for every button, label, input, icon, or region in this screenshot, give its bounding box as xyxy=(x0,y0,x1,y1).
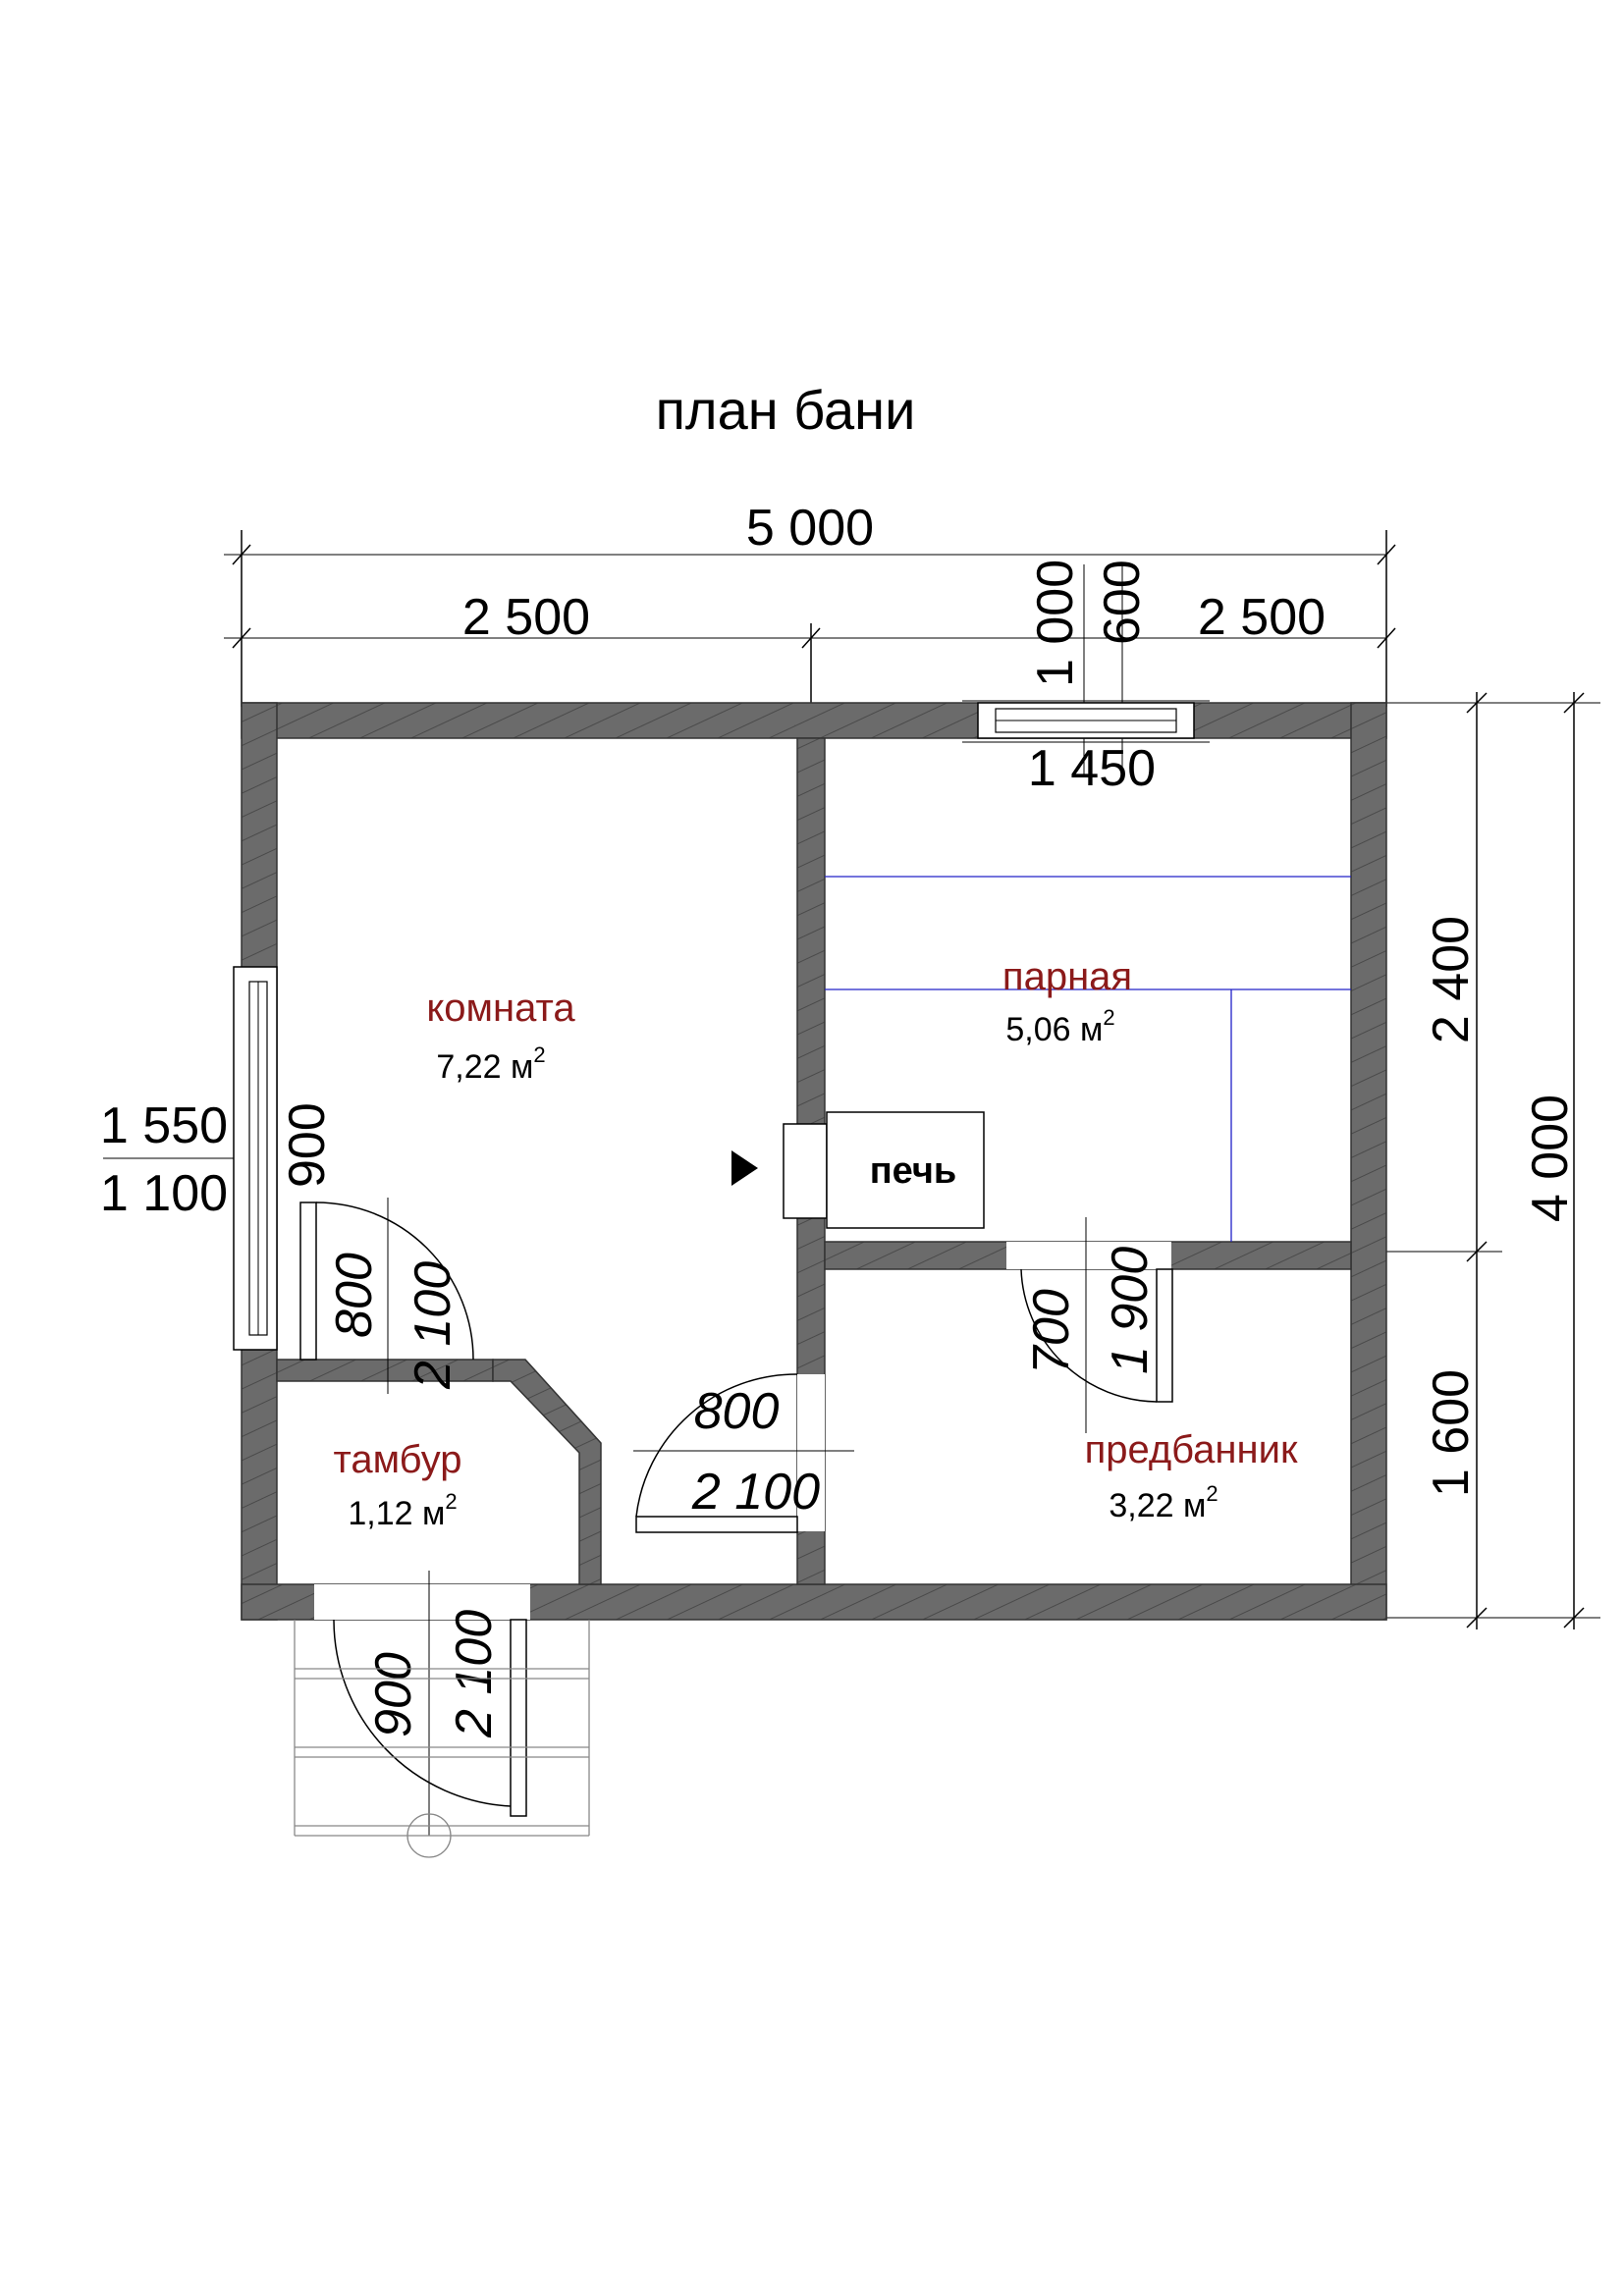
top-window: 1 450 xyxy=(962,700,1210,797)
porch-steps xyxy=(294,1620,590,1858)
dim-right-width: 2 500 xyxy=(1198,589,1326,646)
door-inner-width: 800 xyxy=(694,1383,780,1440)
dim-window-width: 1 450 xyxy=(1028,740,1156,797)
plan-title: план бани xyxy=(656,379,916,441)
room-predbannik-name: предбанник xyxy=(1085,1428,1298,1471)
stove-label: печь xyxy=(870,1150,957,1192)
room-komnata: комната 7,22 м2 xyxy=(426,987,575,1086)
top-dimensions: 5 000 2 500 2 500 1 000 600 xyxy=(224,500,1396,775)
dim-right-upper: 2 400 xyxy=(1423,916,1480,1043)
room-parnaya-name: парная xyxy=(1002,955,1132,998)
right-dimensions: 2 400 1 600 4 000 xyxy=(1386,692,1600,1629)
stove: печь xyxy=(731,1111,985,1229)
room-predbannik-area: 3,22 м xyxy=(1109,1487,1206,1524)
dim-left-window-height: 1 100 xyxy=(100,1165,228,1222)
dim-left-width: 2 500 xyxy=(462,589,590,646)
room-tambur-area: 1,12 м xyxy=(348,1495,445,1532)
room-komnata-area-text: 7,22 м2 xyxy=(436,1042,545,1086)
room-komnata-area-sup: 2 xyxy=(533,1042,545,1067)
door-entry-width: 900 xyxy=(365,1652,422,1737)
door-parnaya: 700 1 900 xyxy=(1006,1217,1173,1433)
dim-window-h1: 1 000 xyxy=(1027,560,1084,687)
dim-left-door-opening: 900 xyxy=(279,1102,336,1188)
room-tambur-name: тамбур xyxy=(334,1438,462,1481)
door-komnata-width: 800 xyxy=(326,1253,383,1338)
dim-total-width: 5 000 xyxy=(746,500,874,557)
door-entry-height: 2 100 xyxy=(446,1610,503,1738)
door-parnaya-height: 1 900 xyxy=(1102,1247,1159,1374)
room-predbannik-area-sup: 2 xyxy=(1206,1481,1218,1506)
sauna-benches xyxy=(825,876,1351,1242)
room-tambur-area-sup: 2 xyxy=(445,1489,457,1514)
room-tambur-area-text: 1,12 м2 xyxy=(348,1489,457,1532)
door-komnata-height: 2 100 xyxy=(405,1261,461,1390)
door-parnaya-width: 700 xyxy=(1023,1289,1080,1374)
room-tambur: тамбур 1,12 м2 xyxy=(334,1438,462,1532)
dim-right-lower: 1 600 xyxy=(1423,1369,1480,1497)
room-parnaya-area-sup: 2 xyxy=(1103,1005,1114,1030)
room-parnaya-area-text: 5,06 м2 xyxy=(1005,1005,1114,1048)
room-predbannik-area-text: 3,22 м2 xyxy=(1109,1481,1218,1524)
room-parnaya: парная 5,06 м2 xyxy=(1002,955,1132,1048)
room-predbannik: предбанник 3,22 м2 xyxy=(1085,1428,1298,1524)
room-parnaya-area: 5,06 м xyxy=(1005,1011,1103,1048)
room-komnata-area: 7,22 м xyxy=(436,1048,533,1086)
left-window xyxy=(233,966,278,1351)
room-komnata-name: комната xyxy=(426,987,575,1030)
door-komnata-tambur: 800 2 100 xyxy=(299,1198,474,1394)
door-komnata-predbannik: 800 2 100 xyxy=(633,1373,854,1533)
dim-window-h2: 600 xyxy=(1094,560,1151,645)
door-inner-height: 2 100 xyxy=(691,1464,820,1521)
dim-total-height: 4 000 xyxy=(1522,1095,1579,1222)
triangle-right-icon xyxy=(731,1150,758,1186)
dim-left-window-width: 1 550 xyxy=(100,1097,228,1154)
door-entry: 900 2 100 xyxy=(314,1571,530,1836)
